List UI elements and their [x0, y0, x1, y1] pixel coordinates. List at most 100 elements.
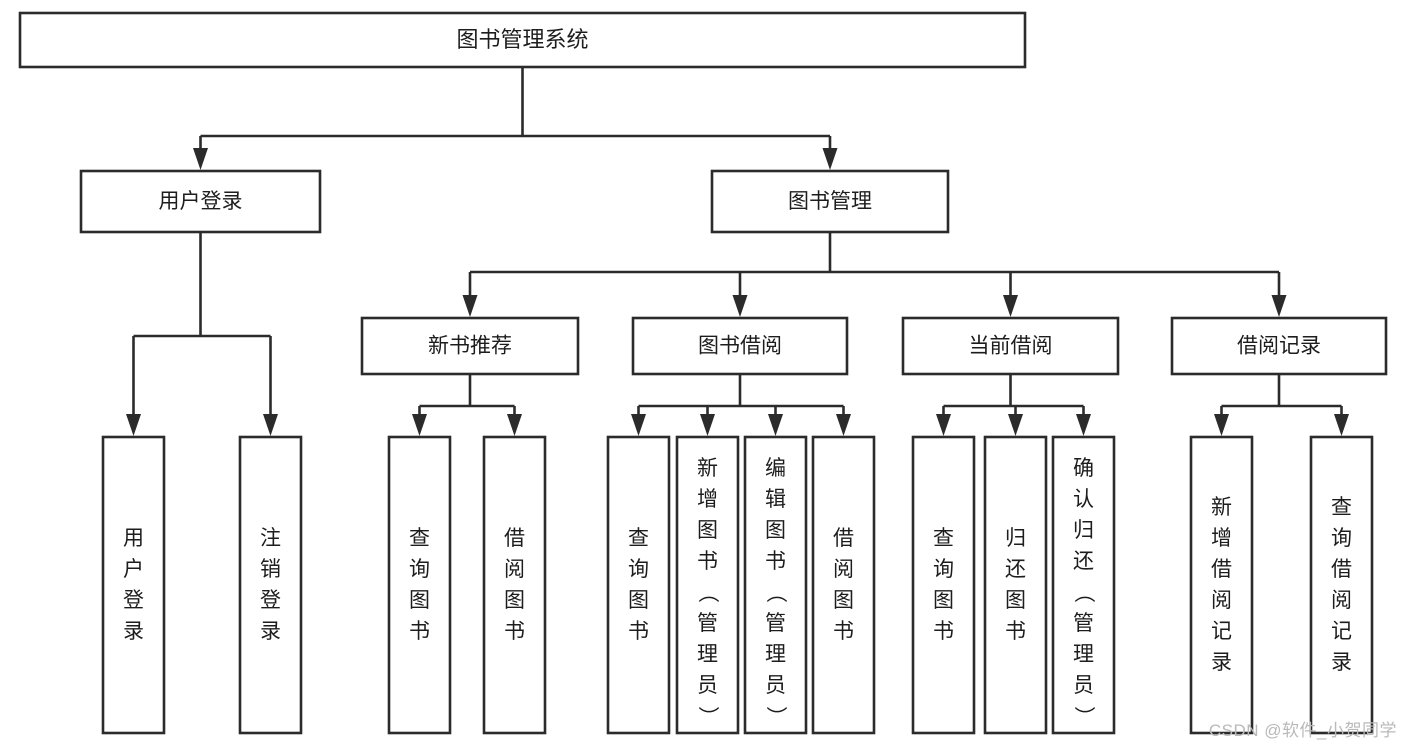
node-borrow[interactable]: 图书借阅 [631, 316, 849, 376]
node-label-char: 借 [1331, 558, 1352, 581]
node-label-char: 阅 [1211, 589, 1232, 612]
node-label-char: ） [696, 706, 719, 727]
node-label-char: 辑 [765, 488, 786, 511]
node-label-char: 户 [123, 558, 144, 581]
node-label: 图书管理 [788, 190, 872, 213]
node-label-char: 理 [1073, 643, 1094, 666]
node-records[interactable]: 借阅记录 [1170, 316, 1388, 376]
node-label-char: 员 [765, 674, 786, 697]
node-label-char: 书 [933, 620, 954, 643]
connector-group-login [126, 232, 278, 436]
node-label-char: （ [696, 582, 719, 603]
node-label-char: 确 [1073, 457, 1094, 480]
node-label-char: 销 [260, 558, 281, 581]
node-label-char: （ [764, 582, 787, 603]
node-label-char: 增 [697, 488, 718, 511]
node-root[interactable]: 图书管理系统 [18, 11, 1027, 69]
node-label-char: 图 [1005, 589, 1026, 612]
connector-group-newbook [412, 374, 522, 436]
node-label-char: 还 [1073, 550, 1094, 573]
node-label-char: 记 [1331, 620, 1352, 643]
node-label-char: 图 [833, 589, 854, 612]
node-label-char: ） [1072, 706, 1095, 727]
node-current[interactable]: 当前借阅 [901, 316, 1120, 376]
node-label-char: 录 [1211, 651, 1232, 674]
node-l-login[interactable]: 用户登录用户登录 [101, 435, 166, 735]
node-label-char: 书 [504, 620, 525, 643]
node-c-return[interactable]: 归还图书归还图书 [983, 435, 1048, 735]
node-label-char: 管 [1073, 612, 1094, 635]
node-label-char: 增 [1211, 527, 1232, 550]
node-l-logout[interactable]: 注销登录注销登录 [238, 435, 303, 735]
node-label-char: 图 [409, 589, 430, 612]
node-label-char: 询 [1331, 527, 1352, 550]
node-label-char: 书 [833, 620, 854, 643]
node-login[interactable]: 用户登录 [79, 169, 322, 234]
node-label-char: 书 [628, 620, 649, 643]
node-label-char: 图 [933, 589, 954, 612]
node-label-char: 记 [1211, 620, 1232, 643]
node-label-char: 查 [628, 527, 649, 550]
node-bookmgr[interactable]: 图书管理 [710, 169, 950, 234]
node-label-char: 认 [1073, 488, 1094, 511]
node-label-char: 图 [697, 519, 718, 542]
node-label-char: 询 [409, 558, 430, 581]
node-label-char: 管 [765, 612, 786, 635]
node-label-char: 新 [1211, 496, 1232, 519]
node-label-char: 阅 [1331, 589, 1352, 612]
node-label-char: 书 [409, 620, 430, 643]
node-label-char: 员 [697, 674, 718, 697]
node-label-char: 归 [1073, 519, 1094, 542]
node-label-char: 书 [697, 550, 718, 573]
node-layer: 图书管理系统用户登录图书管理新书推荐图书借阅当前借阅借阅记录用户登录用户登录注销… [18, 11, 1388, 735]
node-label-char: 借 [1211, 558, 1232, 581]
node-label-char: 借 [833, 527, 854, 550]
node-label-char: 查 [933, 527, 954, 550]
node-label-char: 查 [409, 527, 430, 550]
connector-group-bookmgr [462, 232, 1287, 317]
node-label-char: 登 [123, 589, 144, 612]
node-label-char: 询 [933, 558, 954, 581]
node-label-char: 询 [628, 558, 649, 581]
node-r-add[interactable]: 新增借阅记录新增借阅记录 [1189, 435, 1254, 735]
node-label-char: 用 [123, 527, 144, 550]
node-label: 用户登录 [159, 190, 243, 213]
node-label-char: 图 [765, 519, 786, 542]
node-newbook[interactable]: 新书推荐 [360, 316, 580, 376]
node-label: 当前借阅 [969, 335, 1053, 358]
node-label-char: （ [1072, 582, 1095, 603]
node-label-char: 借 [504, 527, 525, 550]
node-label: 借阅记录 [1237, 335, 1321, 358]
node-label-char: 登 [260, 589, 281, 612]
node-label-char: 录 [123, 620, 144, 643]
node-label-char: 图 [504, 589, 525, 612]
node-label: 图书管理系统 [456, 27, 588, 52]
node-label-char: 书 [765, 550, 786, 573]
node-b-query[interactable]: 查询图书查询图书 [606, 435, 671, 735]
node-label-char: 管 [697, 612, 718, 635]
connector-group-root [193, 67, 838, 170]
node-label-char: 还 [1005, 558, 1026, 581]
node-label-char: 新 [697, 457, 718, 480]
node-label-char: 阅 [504, 558, 525, 581]
node-c-query[interactable]: 查询图书查询图书 [911, 435, 976, 735]
node-label-char: 归 [1005, 527, 1026, 550]
connector-group-current [936, 374, 1091, 436]
node-label-char: 理 [765, 643, 786, 666]
node-n-query[interactable]: 查询图书查询图书 [387, 435, 452, 735]
node-b-borrow[interactable]: 借阅图书借阅图书 [811, 435, 876, 735]
node-r-query[interactable]: 查询借阅记录查询借阅记录 [1309, 435, 1374, 735]
node-n-borrow[interactable]: 借阅图书借阅图书 [482, 435, 547, 735]
node-label-char: 书 [1005, 620, 1026, 643]
node-label-char: 图 [628, 589, 649, 612]
node-label-char: 阅 [833, 558, 854, 581]
connector-group-records [1214, 374, 1349, 436]
node-label-char: ） [764, 706, 787, 727]
node-label-char: 注 [260, 527, 281, 550]
node-label-char: 录 [260, 620, 281, 643]
